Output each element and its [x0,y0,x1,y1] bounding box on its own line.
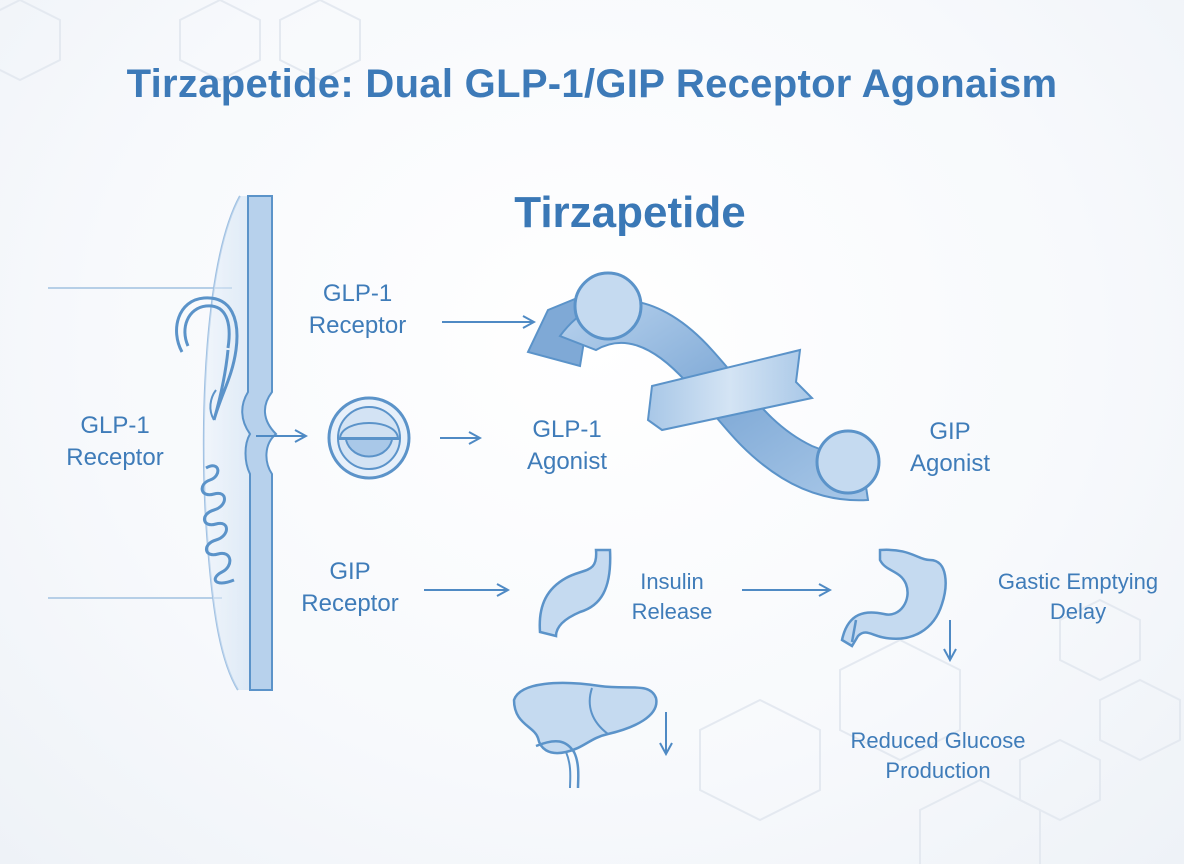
pancreas-icon [538,548,612,638]
label-gastric-emptying-delay: Gastic Emptying Delay [997,569,1159,624]
cell-outline-lines [48,287,232,599]
liver-icon [512,681,658,789]
label-glp1-agonist: GLP-1 Agonist [526,416,608,475]
receptor-hook-icon [175,296,239,421]
label-gip-agonist: GIP Agonist [909,418,991,477]
label-glp1-receptor-top: GLP-1 Receptor [308,280,407,339]
molecule-title: Tirzapetide [514,188,746,237]
label-glp1-receptor-left: GLP-1 Receptor [66,412,164,471]
vesicle-icon [327,396,411,480]
stomach-icon [840,548,947,648]
page-title: Tirzapetide: Dual GLP-1/GIP Receptor Ago… [126,62,1058,106]
arrows [256,322,950,754]
receptor-coil-icon [200,464,235,585]
label-reduced-glucose-production: Reduced Glucose Production [850,728,1026,783]
label-gip-receptor: GIP Receptor [301,558,399,617]
tirzapetide-molecule-icon [526,271,881,502]
cell-membrane [202,195,278,691]
label-insulin-release: Insulin Release [631,569,713,624]
